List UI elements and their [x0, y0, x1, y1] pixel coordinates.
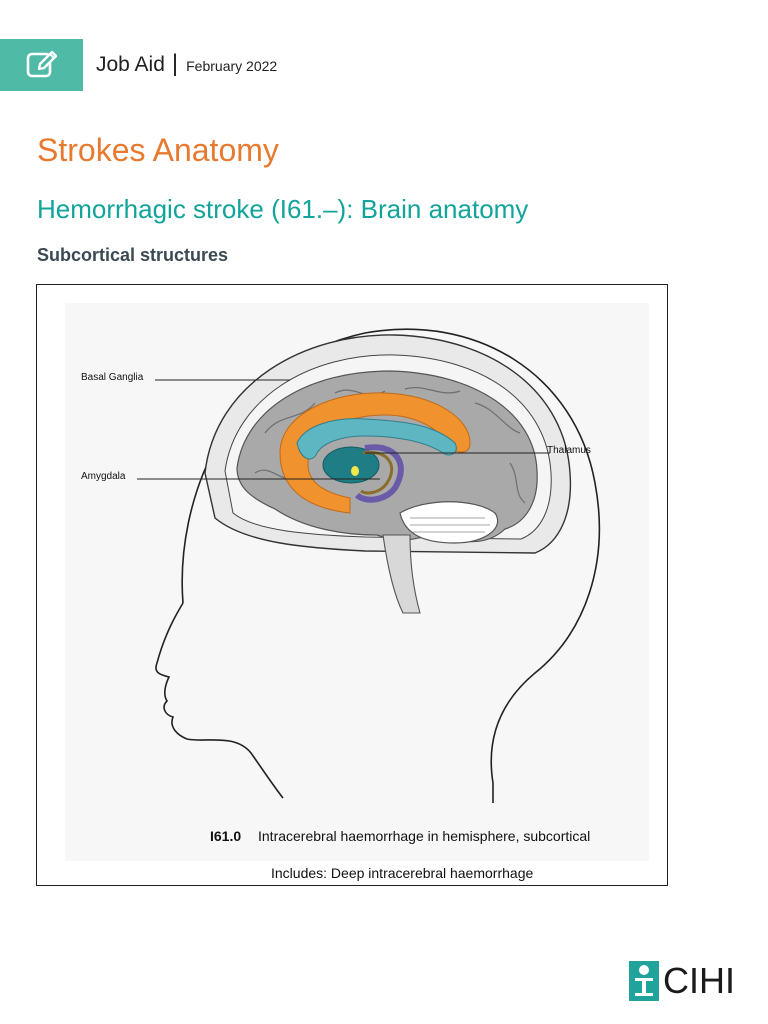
job-aid-label: Job Aid: [96, 53, 165, 76]
caption-includes: Includes: Deep intracerebral haemorrhage: [271, 865, 534, 881]
section-heading: Subcortical structures: [37, 245, 229, 265]
brain-anatomy-illustration: [137, 328, 601, 803]
brainstem-shape: [382, 534, 421, 614]
header-separator: |: [171, 50, 179, 77]
amygdala-shape: [354, 444, 404, 503]
cerebellum-shape: [399, 501, 499, 544]
page-subtitle: Hemorrhagic stroke (I61.–): Brain anatom…: [37, 194, 529, 224]
cihi-logo: CIHI: [629, 960, 735, 1002]
header-date: February 2022: [186, 58, 278, 74]
header-tab: [0, 39, 83, 91]
label-amygdala: Amygdala: [81, 471, 126, 482]
face-outline: [155, 602, 284, 799]
header-title: Job Aid | February 2022: [96, 50, 277, 80]
brain-figure: Basal Ganglia Amygdala Thalamus I61.0 In…: [65, 303, 649, 881]
edit-note-icon: [26, 50, 57, 78]
label-basal-ganglia: Basal Ganglia: [81, 372, 144, 383]
caption-text: Intracerebral haemorrhage in hemisphere,…: [258, 828, 591, 844]
caption-code: I61.0: [210, 828, 242, 844]
logo-text: CIHI: [663, 960, 735, 1001]
figure-frame: Basal Ganglia Amygdala Thalamus I61.0 In…: [36, 284, 668, 886]
page-title: Strokes Anatomy: [37, 132, 279, 168]
label-thalamus: Thalamus: [547, 445, 591, 456]
cihi-logo-icon: [629, 961, 659, 1001]
thalamus-shape: [322, 446, 380, 484]
